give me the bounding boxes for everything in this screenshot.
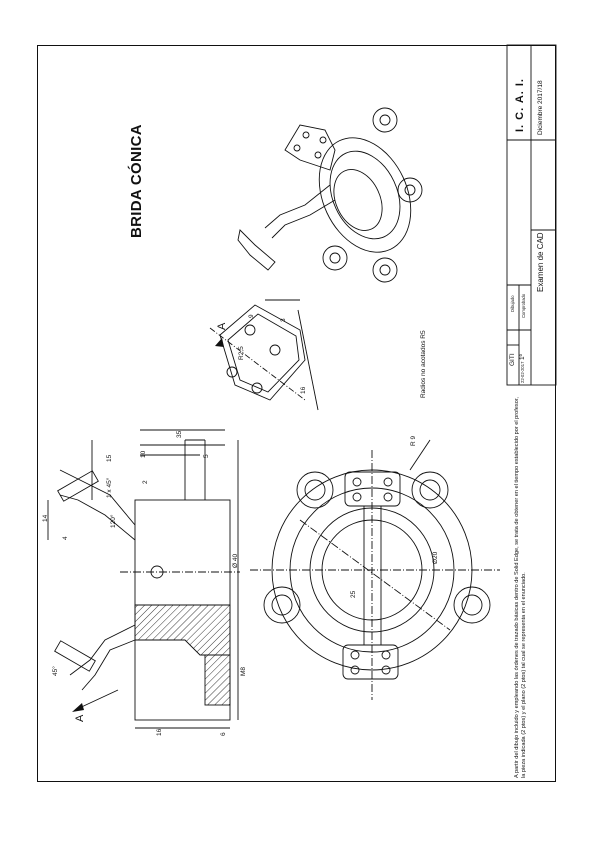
title-block-lines bbox=[506, 44, 557, 386]
dim-2: 2 bbox=[142, 480, 149, 484]
dim-9: 9 bbox=[248, 314, 255, 318]
dim-15: 15 bbox=[106, 454, 113, 462]
plan-view bbox=[250, 439, 500, 700]
dim-10: 10 bbox=[140, 450, 147, 458]
dim-120: 120° bbox=[110, 514, 117, 528]
auxiliary-view-a bbox=[209, 299, 319, 411]
course-label: GITI bbox=[509, 353, 516, 366]
drawing-frame bbox=[37, 45, 556, 782]
dim-40: Ø 40 bbox=[232, 553, 239, 568]
arrow-label-a: A bbox=[74, 714, 86, 722]
dim-45: 45° bbox=[52, 666, 59, 676]
year-label: 1º bbox=[519, 354, 526, 360]
elevation-view bbox=[47, 429, 240, 729]
isometric-view bbox=[237, 107, 423, 283]
exam-title: Examen de CAD bbox=[536, 232, 545, 292]
dim-14: 14 bbox=[42, 514, 49, 522]
arrow-marks bbox=[72, 338, 224, 712]
exam-date: Diciembre 2017/18 bbox=[537, 80, 544, 135]
drawing-title: BRIDA CÓNICA bbox=[128, 124, 145, 238]
drawn-label: Dibujado bbox=[510, 295, 515, 312]
dim-r9: R 9 bbox=[410, 435, 417, 446]
view-label-a: A bbox=[216, 322, 228, 330]
school-name: I. C. A. I. bbox=[514, 78, 526, 132]
dim-3: 3 bbox=[280, 318, 287, 322]
dim-16b: 16 bbox=[300, 386, 307, 394]
date-small: 22-02-2017 bbox=[520, 361, 525, 383]
radios-note: Radios no acotados R5 bbox=[420, 330, 427, 398]
dim-16: 16 bbox=[156, 728, 163, 736]
dim-m8: M8 bbox=[240, 666, 247, 676]
dim-5: 5 bbox=[203, 454, 210, 458]
instructions-text: A partir del dibujo incluido y empleando… bbox=[514, 397, 528, 778]
dim-r2-5: R2,5 bbox=[238, 346, 245, 360]
dim-1x45: 1 x 45° bbox=[106, 477, 113, 498]
dim-35: 35 bbox=[176, 430, 183, 438]
checked-label: Comprobado bbox=[521, 293, 526, 318]
dim-6: 6 bbox=[220, 732, 227, 736]
dim-25: 25 bbox=[350, 590, 357, 598]
dim-20: Ø20 bbox=[432, 551, 439, 564]
dim-4: 4 bbox=[62, 536, 69, 540]
